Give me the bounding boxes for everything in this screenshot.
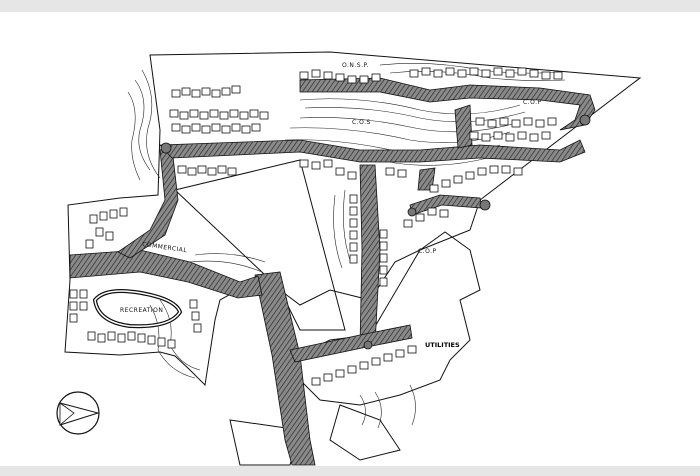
label-utilities: UTILITIES	[425, 341, 460, 349]
cul-de-sac	[363, 340, 373, 350]
label-cop-lower: C.O.P	[418, 248, 437, 255]
cul-de-sac	[479, 199, 491, 211]
central-east-west-road	[159, 139, 586, 163]
label-recreation: RECREATION	[120, 307, 163, 314]
top-strip	[0, 0, 700, 12]
label-cop-right: C.O.P	[523, 99, 542, 106]
north-spur-road	[454, 104, 473, 149]
label-open-space: O.N.S.P.	[342, 62, 369, 69]
cul-de-sac	[407, 207, 417, 217]
main-access-road	[254, 271, 316, 466]
cul-de-sacs	[160, 114, 591, 350]
north-arrow	[56, 391, 100, 435]
cul-de-sac	[579, 114, 591, 126]
recreation-loop	[92, 289, 183, 329]
building-lots	[69, 67, 563, 386]
bottom-strip	[0, 466, 700, 476]
west-connector-road	[117, 147, 179, 259]
north-arrow-pointer	[59, 402, 100, 426]
west-road	[69, 249, 263, 299]
road-network	[69, 77, 596, 466]
label-cos-center: C.O.S	[352, 119, 371, 126]
central-spine-road	[359, 164, 381, 346]
north-loop-road	[299, 77, 596, 131]
utilities-road	[289, 324, 413, 363]
cul-de-sac	[160, 142, 172, 154]
